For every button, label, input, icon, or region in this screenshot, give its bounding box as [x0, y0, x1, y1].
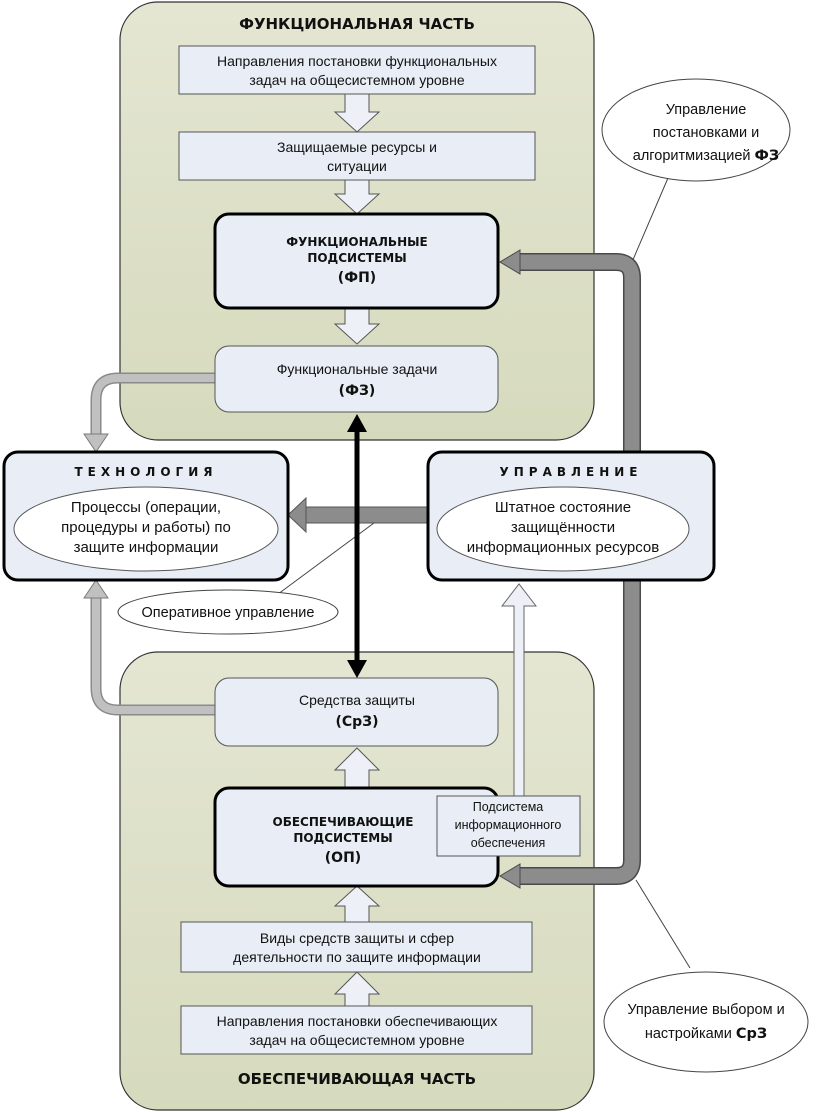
callout-top-line2: постановками и — [653, 125, 759, 141]
func-subsystems-line1: ФУНКЦИОНАЛЬНЫЕ — [286, 235, 428, 249]
supp-subsystems-line2: ПОДСИСТЕМЫ — [293, 831, 392, 845]
func-directions-box — [178, 45, 536, 95]
pipe-tasks-to-technology-head — [83, 433, 109, 453]
func-tasks-line2: (ФЗ) — [339, 383, 376, 399]
arrow-management-to-technology-head — [287, 496, 307, 534]
func-tasks-line1: Функциональные задачи — [277, 361, 438, 377]
func-directions-line1: Направления постановки функциональных — [217, 53, 497, 69]
kinds-line1: Виды средств защиты и сфер — [260, 930, 454, 946]
callout-lines — [269, 177, 691, 969]
arrow-tasks-means-head-up — [347, 414, 367, 432]
callout-bottom-line1: Управление выбором и — [627, 1002, 784, 1018]
func-resources-box — [178, 131, 536, 181]
means-line1: Средства защиты — [299, 692, 415, 708]
func-resources-line2: ситуации — [327, 158, 387, 174]
callout-top-line3: алгоритмизацией ФЗ — [633, 148, 779, 164]
func-subsystems-line2: ПОДСИСТЕМЫ — [307, 251, 406, 265]
kinds-line2: деятельности по защите информации — [233, 949, 481, 965]
kinds-of-means-box — [180, 921, 533, 973]
hollow-arrows-bottom — [333, 747, 381, 1007]
supp-directions-line2: задач на общесистемном уровне — [249, 1032, 464, 1048]
management-line1: Штатное состояние — [495, 499, 631, 516]
pipe-management-to-osubsystems-head — [499, 863, 521, 889]
supporting-part-title: ОБЕСПЕЧИВАЮЩАЯ ЧАСТЬ — [238, 1070, 476, 1088]
info-line3: обеспечения — [471, 836, 546, 850]
supp-subsystems-line1: ОБЕСПЕЧИВАЮЩИЕ — [273, 815, 414, 829]
func-tasks-box — [214, 345, 499, 413]
management-line3: информационных ресурсов — [467, 539, 660, 556]
callout-top-ellipse — [601, 78, 791, 182]
supp-directions-box — [180, 1005, 533, 1055]
func-subsystems-line3: (ФП) — [338, 270, 376, 286]
pipe-means-to-technology-head — [83, 579, 109, 599]
func-directions-line2: задач на общесистемном уровне — [249, 72, 464, 88]
callout-operative-ellipse — [117, 589, 339, 635]
callout-line-top — [631, 177, 669, 263]
technology-title: ТЕХНОЛОГИЯ — [75, 465, 218, 479]
arrow-tasks-means-head-down — [347, 660, 367, 678]
management-ellipse — [436, 486, 690, 572]
supp-directions-line1: Направления постановки обеспечивающих — [217, 1013, 498, 1029]
callout-bottom-line2: настройками СрЗ — [645, 1026, 767, 1042]
management-title: УПРАВЛЕНИЕ — [500, 465, 643, 479]
technology-ellipse — [13, 486, 279, 572]
callout-line-bottom — [635, 879, 691, 969]
technology-line2: процедуры и работы) по — [61, 519, 231, 536]
arrow-directions-to-kinds — [333, 971, 381, 1007]
callout-top-line1: Управление — [666, 102, 747, 118]
technology-line3: защите информации — [74, 539, 219, 556]
info-subsystem-box — [436, 795, 581, 857]
arrow-resources-to-subsystems — [333, 179, 381, 215]
management-line2: защищённости — [511, 519, 615, 536]
functional-part-title: ФУНКЦИОНАЛЬНАЯ ЧАСТЬ — [239, 15, 475, 33]
func-resources-line1: Защищаемые ресурсы и — [277, 139, 437, 155]
callout-line-operative — [269, 519, 379, 601]
arrow-subsystems-to-tasks — [333, 307, 381, 345]
arrow-directions-to-resources — [333, 93, 381, 133]
callout-bottom-ellipse — [603, 971, 809, 1073]
means-line2: (СрЗ) — [335, 714, 378, 730]
hollow-arrows-top — [333, 93, 381, 345]
info-line2: информационного — [455, 818, 562, 832]
arrow-kinds-to-opsubsys — [333, 885, 381, 923]
arrow-management-to-technology-shaft — [305, 506, 429, 524]
arrow-opsubsys-to-means — [333, 747, 381, 789]
technology-line1: Процессы (операции, — [71, 499, 221, 516]
arrow-info-to-management — [500, 583, 538, 797]
supp-subsystems-line3: (ОП) — [325, 850, 361, 866]
info-line1: Подсистема — [473, 800, 544, 814]
func-subsystems-box — [213, 212, 500, 310]
means-of-protection-box — [214, 677, 499, 747]
pipe-management-to-fsubsystems-head — [499, 249, 521, 275]
callout-operative-text: Оперативное управление — [142, 605, 315, 621]
